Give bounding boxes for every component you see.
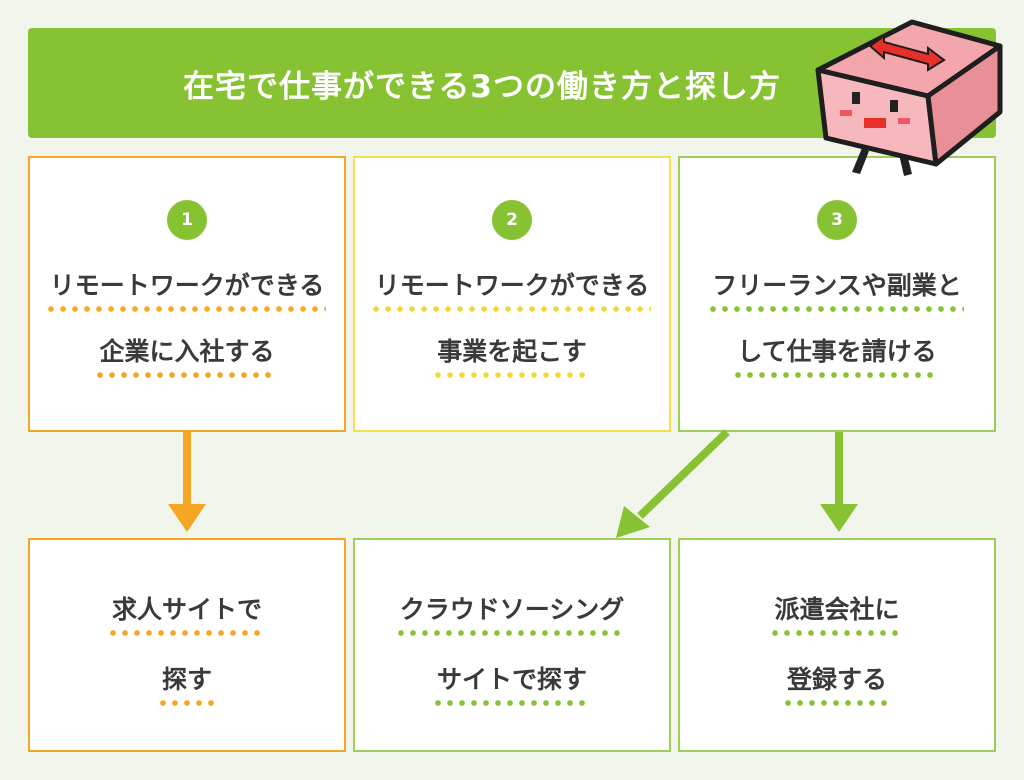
way-box-1: 1 リモートワークができる 企業に入社する bbox=[28, 156, 346, 432]
step-number-badge-3: 3 bbox=[817, 200, 857, 240]
double-arrow-icon bbox=[868, 34, 946, 72]
way-3-line-2: して仕事を請ける bbox=[735, 332, 939, 378]
method-box-1: 求人サイトで 探す bbox=[28, 538, 346, 752]
method-box-3: 派遣会社に 登録する bbox=[678, 538, 996, 752]
arrow-way1-to-method1 bbox=[168, 432, 206, 532]
way-1-line-1: リモートワークができる bbox=[47, 266, 327, 312]
step-number-badge-2: 2 bbox=[492, 200, 532, 240]
way-box-3: 3 フリーランスや副業と して仕事を請ける bbox=[678, 156, 996, 432]
method-1-line-2: 探す bbox=[159, 660, 214, 706]
arrow-way3-to-method3 bbox=[820, 432, 858, 532]
method-3-line-2: 登録する bbox=[784, 660, 889, 706]
method-1-line-1: 求人サイトで bbox=[109, 590, 264, 636]
method-2-line-2: サイトで探す bbox=[434, 660, 589, 706]
way-3-line-1: フリーランスや副業と bbox=[710, 266, 964, 312]
way-box-2: 2 リモートワークができる 事業を起こす bbox=[353, 156, 671, 432]
step-number-badge-1: 1 bbox=[167, 200, 207, 240]
page-title: 在宅で仕事ができる3つの働き方と探し方 bbox=[183, 68, 781, 105]
method-box-2: クラウドソーシング サイトで探す bbox=[353, 538, 671, 752]
arrow-way3-to-method2 bbox=[616, 429, 730, 538]
box-mascot-illustration bbox=[815, 19, 1003, 176]
way-1-line-2: 企業に入社する bbox=[97, 332, 277, 378]
way-2-line-2: 事業を起こす bbox=[435, 332, 589, 378]
method-2-line-1: クラウドソーシング bbox=[397, 590, 627, 636]
method-3-line-1: 派遣会社に bbox=[772, 590, 902, 636]
way-2-line-1: リモートワークができる bbox=[372, 266, 652, 312]
